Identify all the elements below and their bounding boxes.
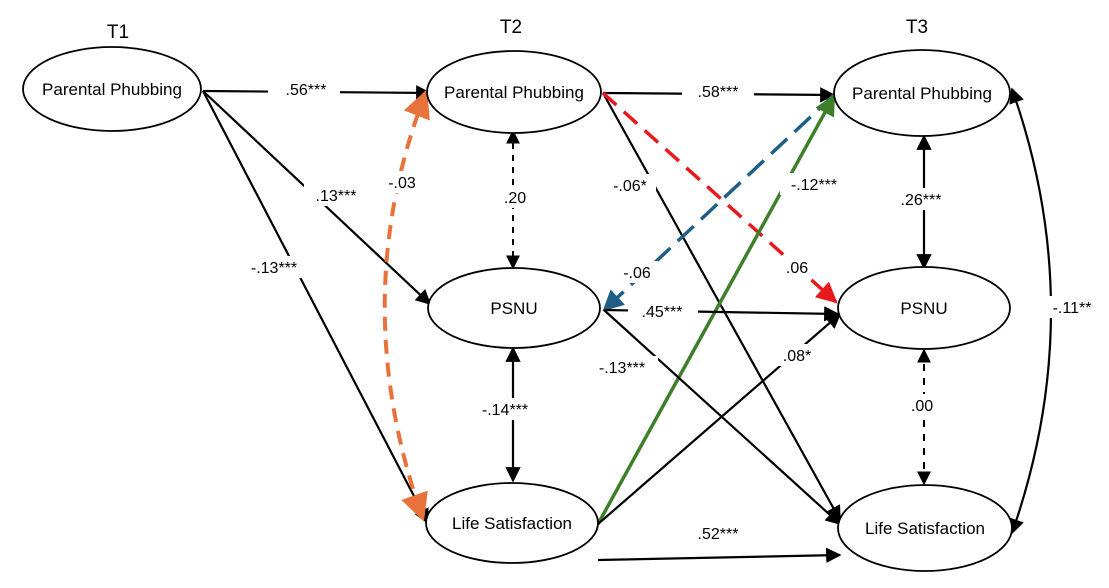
coef-t3pp-t2psnu: -.06 <box>623 265 651 282</box>
node-t2-parental-phubbing: Parental Phubbing <box>426 50 602 134</box>
coef-t1pp-t2psnu: .13*** <box>316 188 357 205</box>
node-t2-parental-phubbing-label: Parental Phubbing <box>444 83 584 102</box>
node-t1-parental-phubbing-label: Parental Phubbing <box>42 80 182 99</box>
time-label-t1: T1 <box>107 22 129 43</box>
path-t2ls-t3pp <box>596 94 836 525</box>
path-t2pp-t2ls-cov <box>382 89 430 522</box>
coef-t2pp-t3ls: -.06* <box>613 178 647 195</box>
node-t1-parental-phubbing: Parental Phubbing <box>22 46 202 132</box>
coef-t1pp-t2pp: .56*** <box>286 82 327 99</box>
node-t3-psnu: PSNU <box>837 266 1011 350</box>
node-t3-life-satisfaction-label: Life Satisfaction <box>865 519 985 538</box>
coef-t1pp-t2ls: -.13*** <box>251 260 297 277</box>
path-t2pp-t3ls <box>602 92 841 522</box>
node-t2-psnu-label: PSNU <box>490 299 537 318</box>
node-t3-life-satisfaction: Life Satisfaction <box>837 484 1013 572</box>
coef-t2ls-t3pp: -.12*** <box>791 177 837 194</box>
coef-t2psnu-t3psnu: .45*** <box>642 304 683 321</box>
coef-t2ls-t3psnu: .08* <box>783 348 811 365</box>
time-label-t2: T2 <box>500 17 522 38</box>
coef-t2pp-t2psnu-cov: .20 <box>504 190 526 207</box>
coef-t3psnu-t3ls-cov: .00 <box>911 398 933 415</box>
node-t2-life-satisfaction-label: Life Satisfaction <box>452 514 572 533</box>
node-t3-parental-phubbing-label: Parental Phubbing <box>852 84 992 103</box>
node-t2-life-satisfaction: Life Satisfaction <box>425 482 599 564</box>
coef-t2pp-t3pp: .58*** <box>698 84 739 101</box>
node-t2-psnu: PSNU <box>427 267 601 349</box>
coef-t2psnu-t3ls: -.13*** <box>599 360 645 377</box>
coef-t2psnu-t2ls-cov: -.14*** <box>482 402 528 419</box>
node-t3-parental-phubbing: Parental Phubbing <box>833 49 1011 137</box>
coef-t2pp-t3psnu: .06 <box>786 260 808 277</box>
coef-t2ls-t3ls: .52*** <box>698 526 739 543</box>
coef-t3pp-t3psnu-cov: .26*** <box>901 192 942 209</box>
node-t3-psnu-label: PSNU <box>900 299 947 318</box>
coef-t2pp-t2ls-cov: -.03 <box>388 175 416 192</box>
path-t1pp-t2ls <box>202 90 429 525</box>
time-label-t3: T3 <box>906 17 928 38</box>
path-t2ls-t3ls <box>597 547 842 563</box>
coef-t3pp-t3ls-cov: -.11** <box>1053 300 1092 317</box>
